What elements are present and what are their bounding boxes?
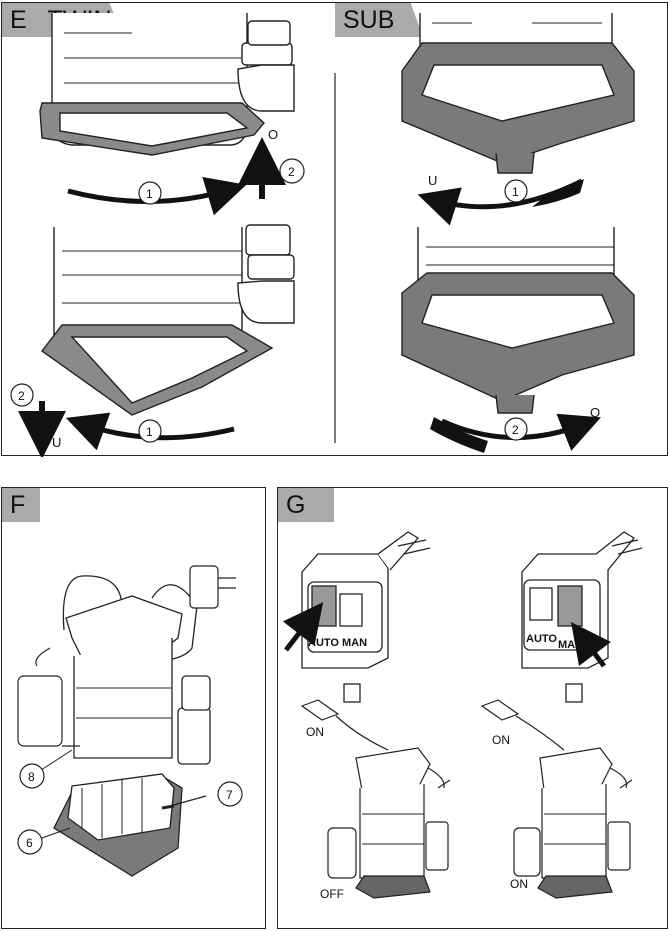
right-auto-label: AUTO	[526, 633, 557, 645]
switch-plug-man	[521, 531, 643, 703]
twin-top-step2-badge: 2	[279, 158, 305, 184]
left-man-label: MAN	[342, 637, 367, 649]
left-off-label: OFF	[320, 887, 344, 901]
left-auto-label: AUTO	[308, 637, 339, 649]
panel-e-letter: E	[10, 6, 27, 34]
sub-top-rotation-arrow	[417, 178, 584, 226]
twin-pump-bottom	[41, 224, 295, 416]
panel-e-drawing: O 1 2 U 1	[10, 13, 635, 457]
pump-right-g	[480, 699, 633, 899]
part-6: 6	[26, 836, 33, 850]
switch-plug-auto	[301, 531, 431, 703]
sub-pump-top	[401, 13, 635, 174]
pump-left-g	[300, 699, 451, 899]
sub-top-dir-u: U	[428, 173, 437, 188]
sub-top-step1-badge: 1	[504, 179, 528, 203]
twin-bottom-dir-u: U	[52, 435, 61, 450]
panel-f: F	[1, 487, 266, 929]
panel-f-letter: F	[10, 491, 26, 519]
panel-g-tag: G	[278, 488, 334, 522]
float-switch	[17, 647, 63, 747]
twin-bottom-step1-badge: 1	[138, 419, 162, 443]
sub-top-step1: 1	[512, 185, 519, 199]
sub-pump-bottom	[401, 227, 635, 414]
plug	[189, 565, 236, 609]
pump-body-f	[65, 595, 211, 765]
twin-top-dir-o: O	[268, 127, 278, 142]
screw	[161, 804, 175, 810]
panel-e: E TWIN SUB O 1	[1, 2, 668, 457]
label-8-leader	[37, 749, 73, 773]
twin-bottom-step2: 2	[18, 389, 25, 403]
twin-top-step1-badge: 1	[138, 181, 162, 205]
screw-leader	[169, 795, 207, 807]
panel-g-letter: G	[286, 491, 306, 519]
twin-pump-top	[39, 13, 295, 156]
panel-f-tag: F	[2, 488, 40, 522]
twin-bottom-step1: 1	[146, 425, 153, 439]
auto-press-arrow	[282, 602, 324, 652]
panel-g: G AUTO MAN AUT	[277, 487, 668, 929]
sub-bottom-step2: 2	[512, 423, 519, 437]
right-man-label: MAN	[558, 639, 583, 651]
label-6-leader	[41, 827, 71, 839]
twin-top-step1: 1	[146, 187, 153, 201]
sub-title: SUB	[343, 6, 395, 34]
part-7: 7	[226, 788, 233, 802]
panel-f-drawing: 8 7 6	[17, 565, 243, 877]
sub-bottom-dir-o: O	[590, 405, 600, 420]
base-f	[53, 773, 183, 877]
sub-bottom-step2-badge: 2	[504, 417, 528, 441]
sub-tag: SUB	[335, 3, 423, 37]
right-on-top-label: ON	[492, 733, 510, 747]
panel-g-drawing: AUTO MAN AUTO MAN ON OFF	[282, 531, 643, 901]
right-on-bottom-label: ON	[510, 877, 528, 891]
man-press-arrow	[571, 622, 611, 668]
part-7-badge: 7	[217, 781, 243, 807]
left-on-label: ON	[306, 725, 324, 739]
twin-top-step2: 2	[288, 165, 295, 179]
part-6-badge: 6	[17, 829, 43, 855]
part-8: 8	[28, 770, 35, 784]
twin-bottom-step2-badge: 2	[10, 383, 34, 407]
part-8-badge: 8	[19, 763, 45, 789]
